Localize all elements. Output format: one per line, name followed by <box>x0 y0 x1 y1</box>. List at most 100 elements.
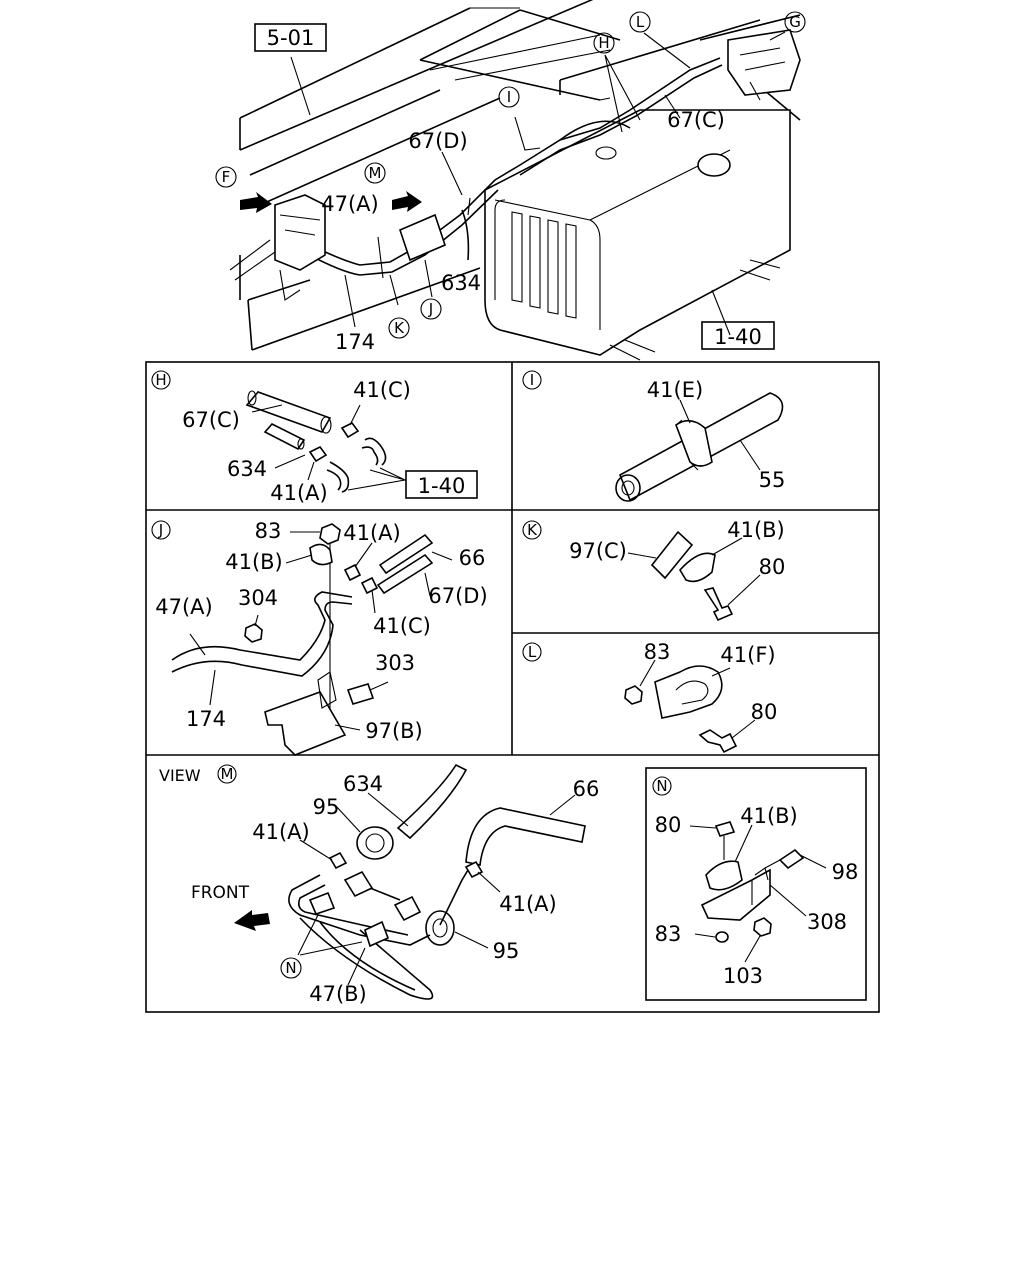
clip-41f <box>654 665 723 719</box>
fuel-filler <box>697 153 731 177</box>
panel-j-label-83: 83 <box>255 519 282 543</box>
tank-straps <box>609 259 781 361</box>
tank-ribs <box>511 211 577 319</box>
nut-304 <box>244 623 263 643</box>
panel-k-label-41b: 41(B) <box>727 518 785 542</box>
overview-label-634: 634 <box>441 271 481 295</box>
panel-m-callout-n: N <box>280 957 302 979</box>
callout-m: M <box>364 162 386 184</box>
panel-i-id: I <box>522 370 542 390</box>
callout-j: J <box>420 298 442 320</box>
clip-41c <box>340 421 360 439</box>
pipe-634 <box>263 423 306 451</box>
panel-m-view-label: VIEW <box>159 766 201 785</box>
clip-41a-j <box>343 563 362 582</box>
panel-m-label-47b: 47(B) <box>309 982 367 1006</box>
overview-label-67d: 67(D) <box>408 129 467 153</box>
panel-n-label-308: 308 <box>807 910 847 934</box>
panel-i-label-55: 55 <box>759 468 786 492</box>
panel-l-leaders <box>639 659 756 739</box>
callout-f-label: F <box>222 168 231 186</box>
panel-h-id: H <box>151 370 171 390</box>
panel-l: L 83 41(F) 80 <box>522 640 778 754</box>
panel-j-label-47a: 47(A) <box>155 595 212 619</box>
callout-i: I <box>498 86 520 108</box>
pipe-67d <box>376 553 434 595</box>
panel-h-id-label: H <box>155 371 166 389</box>
panel-i-id-label: I <box>530 371 534 389</box>
clip-41c-j <box>360 576 379 595</box>
callout-g-label: G <box>789 13 801 31</box>
panel-h-label-41a: 41(A) <box>270 481 327 505</box>
clip-41b-n <box>705 860 743 891</box>
clamp-41e <box>675 419 713 467</box>
callout-h-label: H <box>598 34 609 52</box>
panel-l-label-41f: 41(F) <box>720 643 775 667</box>
ref-box-5-01: 5-01 <box>254 23 327 52</box>
panel-j-label-41a: 41(A) <box>343 521 400 545</box>
overview-illustration <box>229 0 801 361</box>
pipe-47a <box>171 591 353 661</box>
frame-rail <box>239 0 801 351</box>
panel-j-label-303: 303 <box>375 651 415 675</box>
hose-66 <box>465 807 586 866</box>
panel-h-ref-1-40-label: 1-40 <box>418 474 466 498</box>
panel-l-id: L <box>522 642 542 662</box>
plate-97c <box>650 530 694 580</box>
clip-41a-m1 <box>328 851 348 870</box>
ref-box-1-40-main: 1-40 <box>701 321 775 350</box>
bolt-80-l <box>698 729 738 754</box>
elbow-lower <box>326 461 350 493</box>
panel-k: K 97(C) 41(B) 80 <box>522 518 785 622</box>
tank-port <box>595 146 617 160</box>
bolt-80-k <box>703 587 734 622</box>
bolt-98 <box>778 848 805 870</box>
panel-j-id-label: J <box>158 521 163 539</box>
bracket-97b <box>264 691 347 756</box>
bolt-80-n <box>714 821 736 837</box>
bracket-j <box>399 213 446 262</box>
panel-m-front-label: FRONT <box>191 883 250 903</box>
panel-n-id: N <box>652 776 672 796</box>
panel-h-label-67c: 67(C) <box>182 408 240 432</box>
overview-label-174: 174 <box>335 330 375 354</box>
panel-j-label-41c: 41(C) <box>373 614 431 638</box>
callout-f: F <box>215 166 237 188</box>
panel-h-leaders <box>251 404 407 491</box>
callout-g: G <box>784 11 806 33</box>
panel-m-id: M <box>217 764 237 784</box>
arrow-f <box>240 192 272 213</box>
panel-j-label-304: 304 <box>238 586 278 610</box>
fuel-filter-detail <box>229 214 321 301</box>
callout-k: K <box>388 317 410 339</box>
panel-i-label-41e: 41(E) <box>647 378 703 402</box>
pipe-174 <box>171 601 353 677</box>
panel-h: H 1-40 67(C) 41(C) 634 41(A) <box>151 370 478 505</box>
panel-k-id-label: K <box>527 521 538 539</box>
panel-l-label-80: 80 <box>751 700 778 724</box>
elbow-upper <box>361 437 387 466</box>
panel-n-label-41b: 41(B) <box>740 804 798 828</box>
pipe-assembly <box>288 869 469 946</box>
nut-103 <box>753 917 772 937</box>
panel-n: N 80 41(B) 98 308 83 103 <box>645 767 867 1001</box>
panel-m-label-41ab: 41(A) <box>499 892 556 916</box>
feed-hose <box>461 120 631 261</box>
panel-j-label-41b: 41(B) <box>225 550 283 574</box>
panel-n-label-83: 83 <box>655 922 682 946</box>
overview-label-67c: 67(C) <box>667 108 725 132</box>
pipe-66 <box>378 533 434 575</box>
grommet-95-upper <box>356 826 394 860</box>
panel-i-leaders <box>679 399 761 471</box>
callout-k-label: K <box>394 319 405 337</box>
valve-detail <box>739 47 786 101</box>
bolt-303 <box>346 683 375 705</box>
ref-1-40-main-label: 1-40 <box>714 325 762 349</box>
panel-m-label-634: 634 <box>343 772 383 796</box>
panel-m: VIEW M 634 66 95 41(A) FRONT 41(A) 95 N … <box>159 763 599 1006</box>
panel-m-id-label: M <box>221 765 234 783</box>
panel-j-label-97b: 97(B) <box>365 719 423 743</box>
panel-n-id-label: N <box>656 777 667 795</box>
washer-83 <box>715 931 729 943</box>
